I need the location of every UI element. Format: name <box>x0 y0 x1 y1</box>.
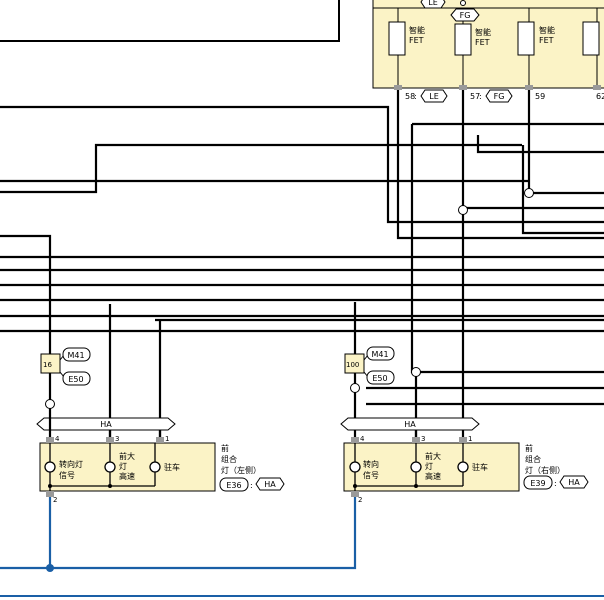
svg-text:M41: M41 <box>67 351 84 360</box>
turn-signal-bulb <box>44 461 56 473</box>
svg-text:灯: 灯 <box>425 461 433 471</box>
svg-text::: : <box>479 92 482 101</box>
ecu-node <box>460 0 466 6</box>
svg-text:E39: E39 <box>530 479 545 488</box>
svg-text:前大: 前大 <box>119 451 135 461</box>
svg-text:灯（左侧）: 灯（左侧） <box>221 465 261 475</box>
svg-text:转向: 转向 <box>363 459 379 469</box>
svg-text:灯: 灯 <box>119 461 127 471</box>
svg-text:E36: E36 <box>226 481 241 490</box>
parking-bulb <box>457 461 469 473</box>
ecu-le-label: LE <box>428 0 438 7</box>
svg-text:前: 前 <box>221 443 229 453</box>
svg-text:4: 4 <box>55 435 60 443</box>
ecu-pin-59: 59 <box>535 92 545 101</box>
ecu-pin-terminals <box>394 85 601 90</box>
svg-text:FET: FET <box>409 36 424 45</box>
svg-text:组合: 组合 <box>525 454 541 464</box>
svg-text:智能: 智能 <box>475 27 491 37</box>
ecu-pin-62: 62 <box>596 92 604 101</box>
svg-text:1: 1 <box>165 435 169 443</box>
left-junction-connector: 16 M41 E50 <box>40 347 91 386</box>
ecu-fg-label: FG <box>460 11 471 20</box>
svg-text:FET: FET <box>539 36 554 45</box>
main-wiring <box>0 90 604 437</box>
svg-text:前大: 前大 <box>425 451 441 461</box>
right-junction-connector: 100 M41 E50 <box>344 346 395 385</box>
left-front-combination-lamp: 4 3 1 2 转向灯 信号 前大 灯 高速 驻车 <box>39 435 216 504</box>
svg-text::: : <box>414 92 417 101</box>
ground-splice <box>46 564 54 572</box>
svg-text:高速: 高速 <box>425 471 441 481</box>
parking-bulb <box>149 461 161 473</box>
smart-fet-1: 智能 FET <box>388 21 425 56</box>
svg-text:高速: 高速 <box>119 471 135 481</box>
ecu-pin-57: 57 <box>470 92 480 101</box>
svg-text:信号: 信号 <box>59 470 75 480</box>
svg-text:4: 4 <box>360 435 365 443</box>
right-front-combination-lamp: 4 3 1 2 转向 信号 前大 灯 高速 驻车 <box>343 435 520 504</box>
right-lamp-title: 前 组合 灯（右侧） E39 : HA <box>523 443 589 490</box>
svg-text:E50: E50 <box>372 374 387 383</box>
svg-text:FET: FET <box>475 38 490 47</box>
svg-text:2: 2 <box>358 496 362 504</box>
svg-text:M41: M41 <box>371 350 388 359</box>
svg-text:组合: 组合 <box>221 454 237 464</box>
ecu-pin-58-signal: LE <box>429 92 439 101</box>
svg-text:信号: 信号 <box>363 470 379 480</box>
ground-wiring <box>0 497 357 570</box>
ecu-pin-58: 58 <box>405 92 415 101</box>
upper-left-frame <box>0 0 340 42</box>
svg-text:HA: HA <box>100 420 112 429</box>
svg-text:智能: 智能 <box>539 25 555 35</box>
ecu-fg-tag <box>450 8 480 22</box>
ecu-pin-58-tag <box>420 89 448 103</box>
svg-text::: : <box>250 481 253 490</box>
smart-fet-4 <box>582 21 600 56</box>
svg-text:1: 1 <box>468 435 472 443</box>
svg-text:驻车: 驻车 <box>472 462 488 472</box>
svg-text:16: 16 <box>43 361 52 369</box>
ecu-pin-57-signal: FG <box>494 92 505 101</box>
ecu-le-tag <box>420 0 446 9</box>
ecu-pin-57-tag <box>485 89 513 103</box>
svg-text:3: 3 <box>115 435 119 443</box>
body-ecu-box <box>372 0 604 89</box>
svg-text:HA: HA <box>404 420 416 429</box>
svg-text:智能: 智能 <box>409 25 425 35</box>
smart-fet-2: 智能 FET <box>454 23 491 56</box>
svg-text:HA: HA <box>264 480 276 489</box>
right-harness-connector: HA <box>340 417 480 431</box>
high-beam-bulb <box>104 461 116 473</box>
svg-text:3: 3 <box>421 435 425 443</box>
left-lamp-title: 前 组合 灯（左侧） E36 : HA <box>219 443 285 492</box>
left-harness-connector: HA <box>36 417 176 431</box>
svg-text:100: 100 <box>346 361 359 369</box>
svg-text::: : <box>554 479 557 488</box>
svg-text:HA: HA <box>568 478 580 487</box>
svg-text:灯（右侧）: 灯（右侧） <box>525 465 565 475</box>
svg-text:2: 2 <box>53 496 57 504</box>
high-beam-bulb <box>410 461 422 473</box>
svg-text:转向灯: 转向灯 <box>59 459 83 469</box>
svg-text:前: 前 <box>525 443 533 453</box>
svg-text:E50: E50 <box>68 375 83 384</box>
turn-signal-bulb <box>349 461 361 473</box>
smart-fet-3: 智能 FET <box>517 21 555 56</box>
svg-text:驻车: 驻车 <box>164 462 180 472</box>
